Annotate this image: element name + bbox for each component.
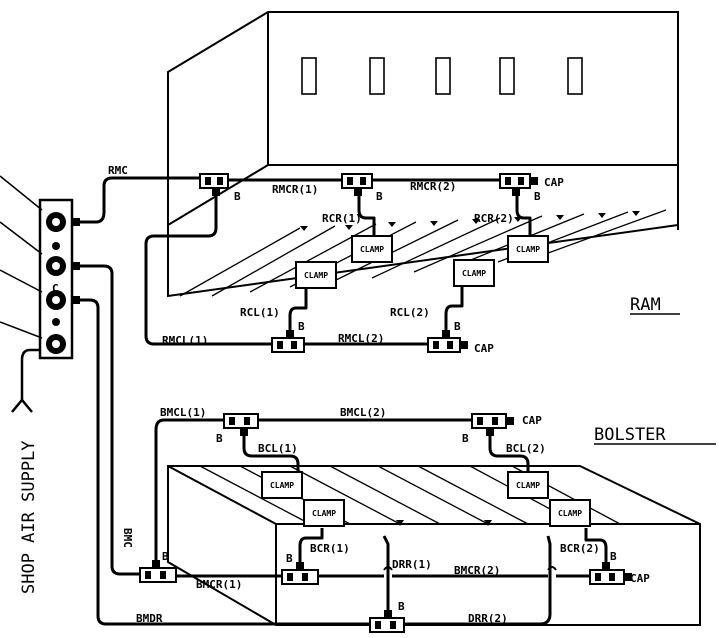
label-bmdr: BMDR [136, 612, 163, 625]
ram-clamp-rcr2: CLAMP [507, 235, 549, 263]
tee-fitting-bmcl-cap [471, 413, 514, 436]
label-bcl1: BCL(1) [258, 442, 298, 455]
tee-fitting-bmcl1 [223, 413, 259, 436]
label-b-rmcr2: B [376, 190, 383, 203]
label-bmcl2: BMCL(2) [340, 406, 386, 419]
label-rmcr2: RMCR(2) [410, 180, 456, 193]
label-bcr2: BCR(2) [560, 542, 600, 555]
svg-text:CLAMP: CLAMP [462, 269, 486, 278]
label-drr2: DRR(2) [468, 612, 508, 625]
svg-text:CLAMP: CLAMP [516, 245, 540, 254]
tee-fitting-bmcr-cap [589, 562, 632, 585]
label-b-rmcr1: B [234, 190, 241, 203]
ram-title: RAM [630, 295, 661, 315]
label-rmcr1: RMCR(1) [272, 183, 318, 196]
tee-fitting-rmcr2 [341, 173, 373, 196]
tee-fitting-rmcl-cap [427, 330, 468, 353]
label-b-rmcl1: B [298, 320, 305, 333]
tee-fitting-bcr1 [281, 562, 319, 585]
air-manifold [38, 198, 80, 360]
shop-air-supply-label: SHOP AIR SUPPLY [19, 440, 39, 594]
label-cap-rmcl: CAP [474, 342, 494, 355]
svg-text:CLAMP: CLAMP [312, 509, 336, 518]
label-b-bmdr: B [398, 600, 405, 613]
bolster-title: BOLSTER [594, 425, 666, 445]
ram-t-slots [179, 209, 667, 297]
label-rmcl1: RMCL(1) [162, 334, 208, 347]
label-bmcl1: BMCL(1) [160, 406, 206, 419]
ram-windows [301, 57, 583, 95]
air-lines [80, 176, 608, 626]
tee-fitting-rmcl1 [271, 330, 305, 353]
label-b-bcr1: B [286, 552, 293, 565]
tee-fitting-rmcr1 [199, 173, 229, 196]
label-bmcr1: BMCR(1) [196, 578, 242, 591]
svg-text:CLAMP: CLAMP [304, 271, 328, 280]
label-rcr1: RCR(1) [322, 212, 362, 225]
label-b-bmcr1: B [162, 550, 169, 563]
label-b-bmcl2: B [462, 432, 469, 445]
manifold-feed-lines [0, 175, 43, 339]
manifold-label: C [52, 282, 59, 295]
bolster-clamp-bcr1: CLAMP [303, 499, 345, 527]
svg-text:CLAMP: CLAMP [516, 481, 540, 490]
label-bmc: BMC [121, 528, 134, 548]
label-rmc: RMC [108, 164, 128, 177]
label-drr1: DRR(1) [392, 558, 432, 571]
label-rcl2: RCL(2) [390, 306, 430, 319]
label-b-ram-cap: B [534, 190, 541, 203]
label-cap-ram-top: CAP [544, 176, 564, 189]
svg-text:CLAMP: CLAMP [270, 481, 294, 490]
label-rmcl2: RMCL(2) [338, 332, 384, 345]
label-cap-bmcl: CAP [522, 414, 542, 427]
label-bmcr2: BMCR(2) [454, 564, 500, 577]
label-b-bcr2: B [610, 550, 617, 563]
ram-clamp-rcr1: CLAMP [351, 235, 393, 263]
bolster-clamp-bcr2: CLAMP [549, 499, 591, 527]
ram-clamp-rcl2: CLAMP [453, 259, 495, 287]
label-rcl1: RCL(1) [240, 306, 280, 319]
tee-fitting-bmdr [369, 610, 405, 633]
label-b-bmcl1: B [216, 432, 223, 445]
ram-clamp-rcl1: CLAMP [295, 261, 337, 289]
bolster-body [167, 465, 701, 626]
label-cap-bmcr: CAP [630, 572, 650, 585]
label-b-rmcl2: B [454, 320, 461, 333]
label-rcr2: RCR(2) [474, 212, 514, 225]
label-bcl2: BCL(2) [506, 442, 546, 455]
shop-air-hose [11, 348, 40, 413]
bolster-clamp-bcl2: CLAMP [507, 471, 549, 499]
ram-body [167, 11, 679, 298]
svg-text:CLAMP: CLAMP [360, 245, 384, 254]
svg-text:CLAMP: CLAMP [558, 509, 582, 518]
line-crossover-marks [383, 566, 557, 571]
bolster-clamp-bcl1: CLAMP [261, 471, 303, 499]
tee-fitting-bmcr1 [139, 560, 177, 583]
label-bcr1: BCR(1) [310, 542, 350, 555]
tee-fitting-ram-cap [499, 173, 538, 196]
